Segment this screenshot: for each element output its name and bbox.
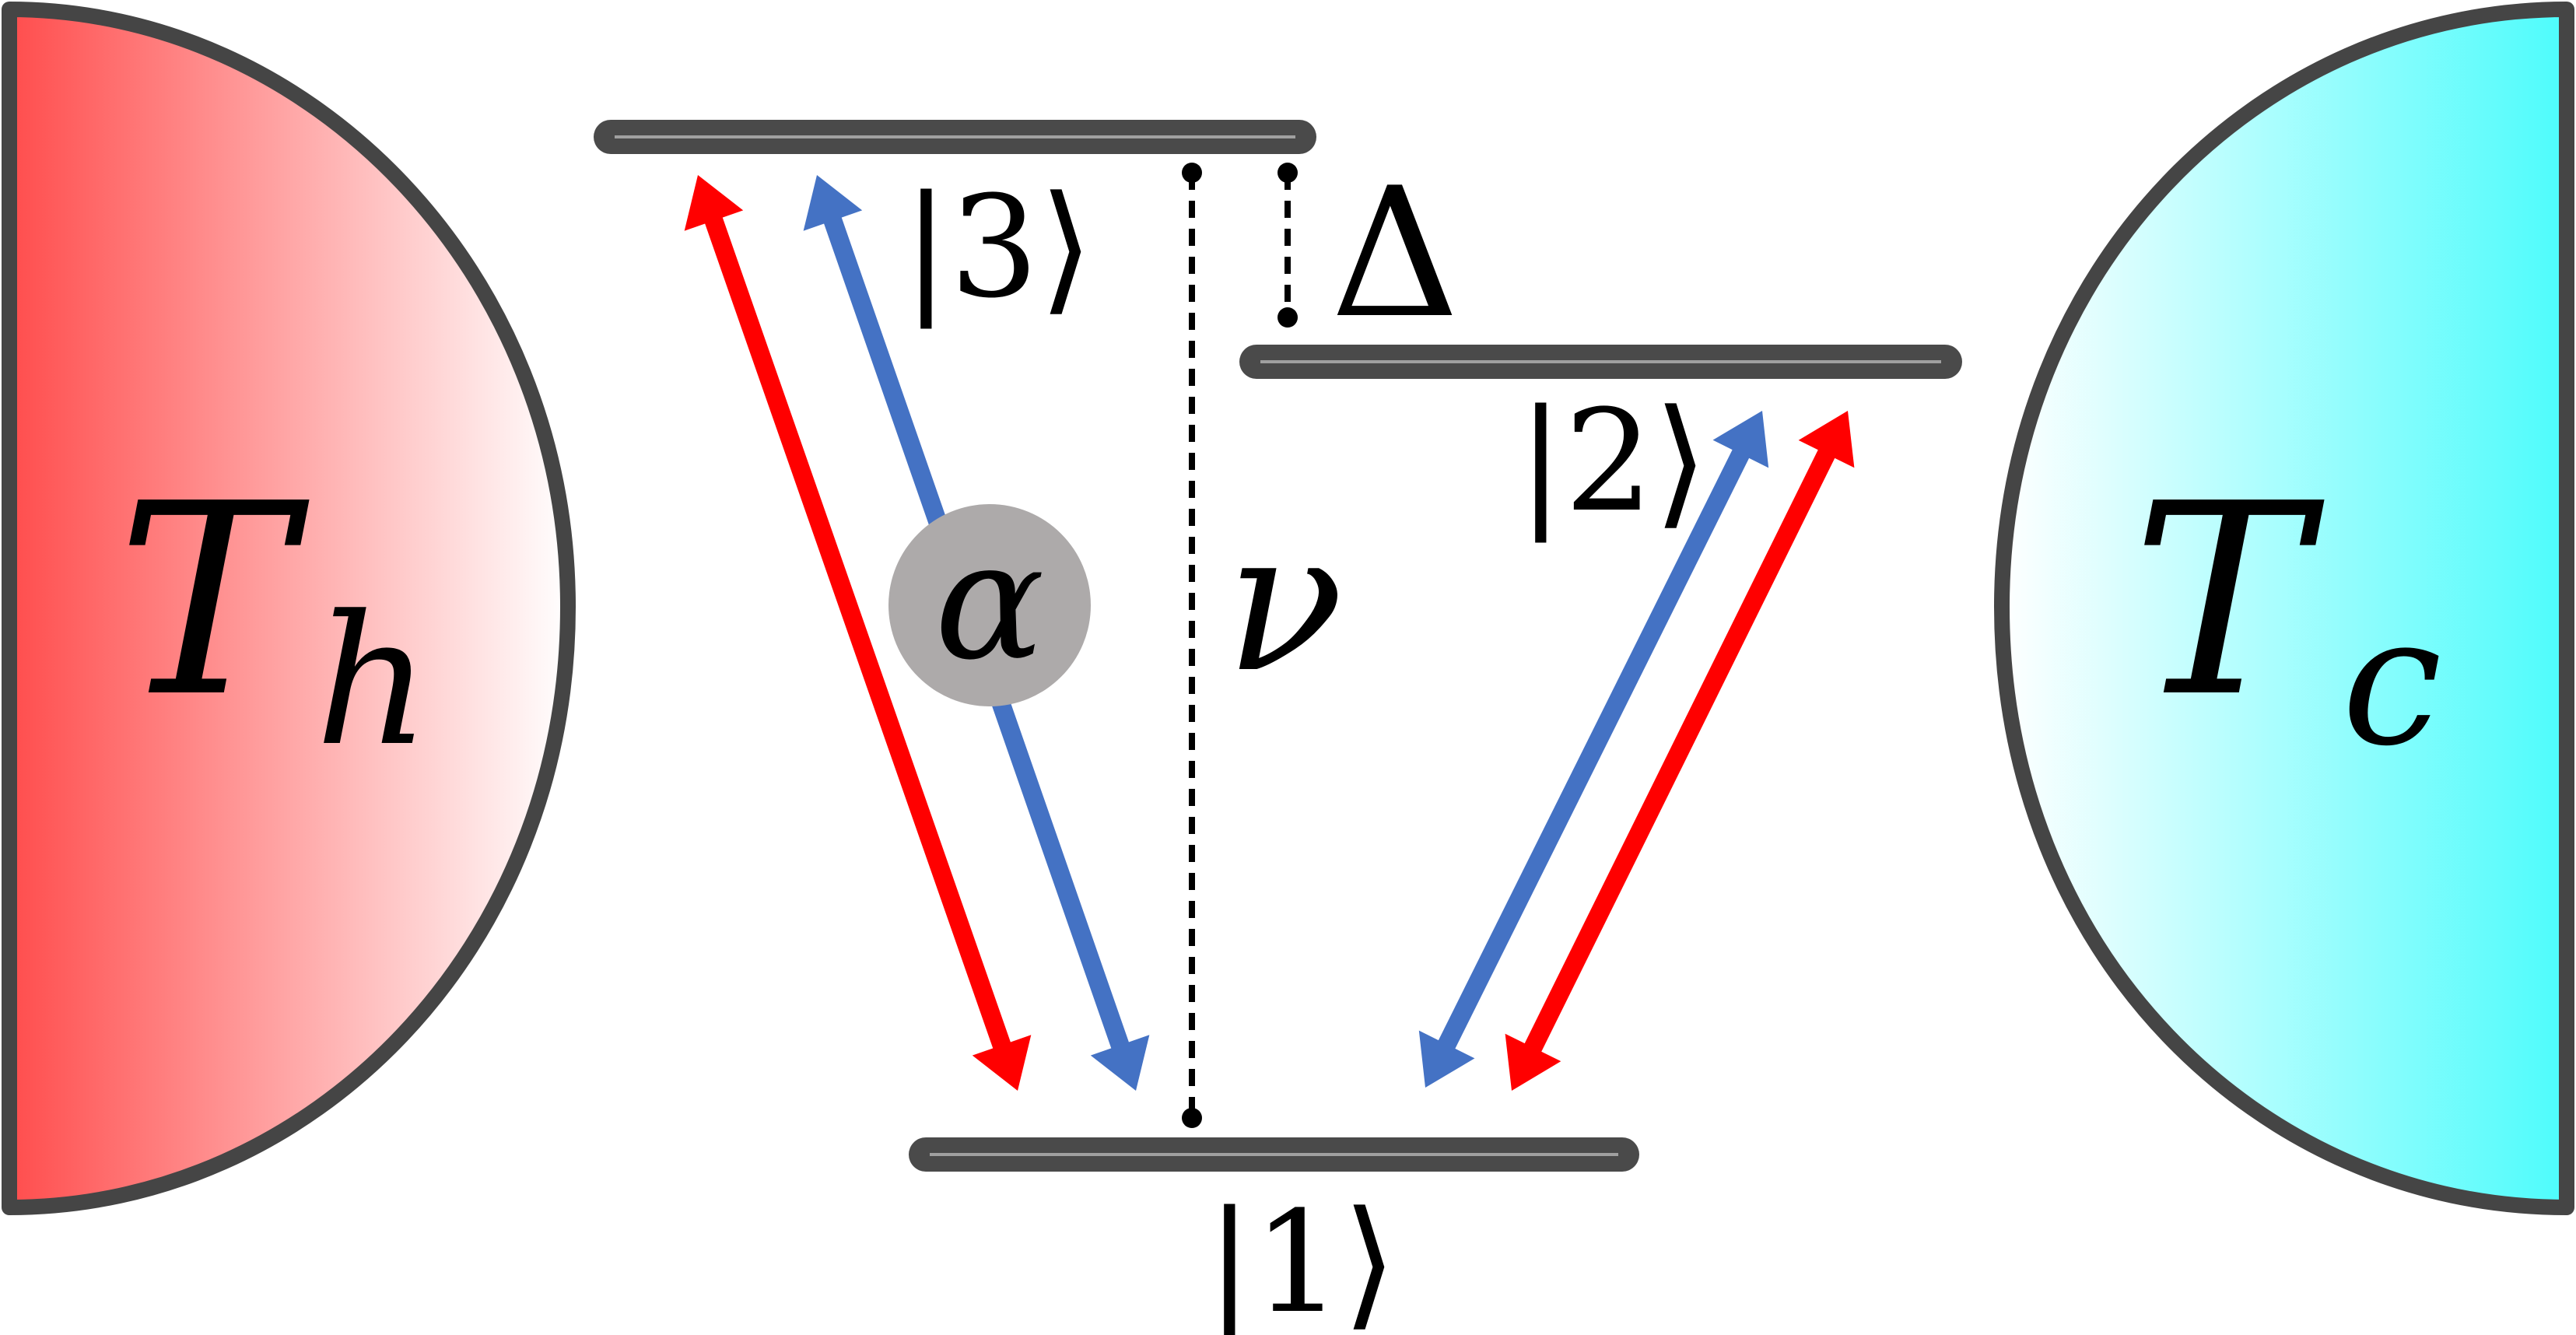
cold-arrow-1-2-head-end: [1418, 1030, 1475, 1088]
nu-label: ν: [1225, 489, 1344, 715]
cold-reservoir-shape: [1994, 2, 2574, 1215]
hot-arrow-1-2-shaft: [1520, 441, 1839, 1060]
hot-reservoir: T h: [2, 2, 576, 1215]
cold-reservoir-symbol: T: [2132, 447, 2326, 755]
energy-level-3: |3⟩: [594, 120, 1316, 329]
hot-reservoir-symbol: T: [117, 447, 311, 755]
delta-bottom-dot: [1277, 307, 1298, 328]
hot-arrow-1-3-head-end: [972, 1035, 1032, 1091]
hot-arrow-1-2-head-end: [1505, 1033, 1561, 1091]
cold-arrow-1-2-shaft: [1434, 441, 1754, 1057]
delta-gap-marker: Δ: [1277, 150, 1460, 358]
nu-bottom-dot: [1182, 1108, 1202, 1128]
level-1-label: |1⟩: [1206, 1182, 1397, 1335]
nu-top-dot: [1182, 163, 1202, 183]
cold-reservoir-subscript: c: [2342, 578, 2442, 786]
delta-top-dot: [1277, 163, 1298, 183]
cold-arrow-1-2: [1418, 411, 1769, 1088]
alpha-circle: [888, 504, 1091, 706]
energy-level-1: |1⟩: [909, 1137, 1639, 1335]
nu-gap-marker: ν: [1182, 163, 1344, 1128]
hot-arrow-1-2-head-start: [1798, 411, 1855, 468]
delta-label: Δ: [1330, 150, 1460, 358]
hot-arrow-1-2: [1505, 411, 1855, 1091]
hot-reservoir-subscript: h: [315, 578, 430, 786]
cold-arrow-1-3-head-start: [803, 175, 863, 231]
hot-arrow-1-3-head-start: [684, 175, 744, 231]
alpha-label: α: [934, 506, 1045, 696]
cold-reservoir: T c: [1994, 2, 2574, 1215]
level-2-label: |2⟩: [1517, 380, 1708, 543]
hot-arrow-1-3: [684, 175, 1032, 1091]
hot-arrow-1-3-shaft: [702, 208, 1014, 1058]
cold-arrow-1-2-head-start: [1712, 411, 1769, 468]
cold-arrow-1-3-head-end: [1090, 1035, 1150, 1091]
alpha-coupling: α: [888, 504, 1091, 706]
energy-level-2: |2⟩: [1239, 345, 1962, 543]
level-3-label: |3⟩: [902, 166, 1093, 329]
hot-reservoir-shape: [2, 2, 576, 1215]
